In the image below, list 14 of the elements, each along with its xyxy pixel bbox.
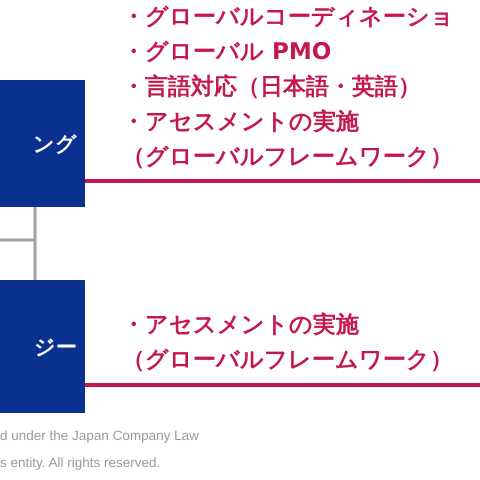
bullet-text: （グローバルフレームワーク）	[122, 346, 453, 375]
bullet-text: ・アセスメントの実施	[122, 311, 359, 340]
bullet-text: ・言語対応（日本語・英語）	[122, 73, 421, 102]
copyright-note: d under the Japan Company Law	[0, 428, 199, 443]
bullet-text: （グローバルフレームワーク）	[122, 143, 453, 172]
bullet-text: ・グローバル PMO	[122, 38, 332, 67]
title-box	[0, 80, 85, 207]
title-box	[0, 280, 85, 413]
bullet-text: ・グローバルコーディネーショ	[122, 3, 454, 32]
copyright-note: s entity. All rights reserved.	[0, 455, 160, 470]
connector-line	[0, 207, 36, 242]
box-title: ング	[33, 130, 77, 158]
box-title: ジー	[34, 334, 77, 360]
bullet-text: ・アセスメントの実施	[122, 108, 359, 137]
